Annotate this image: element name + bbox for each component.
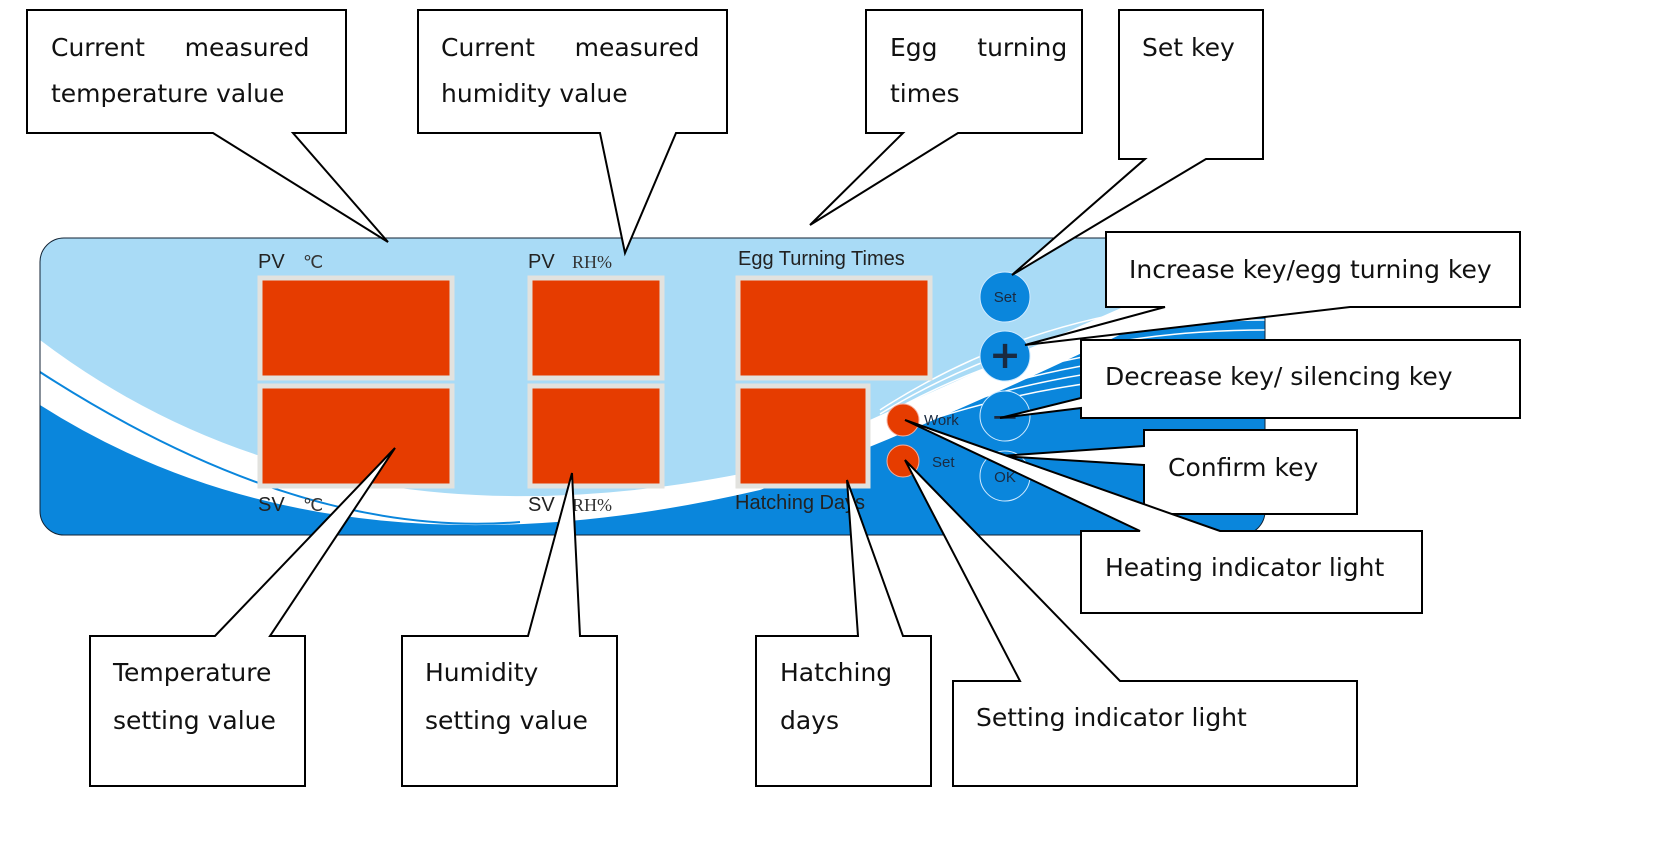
work-indicator-light [886,403,920,437]
plus-icon: + [989,333,1021,377]
callout-text: Increase key/egg turning key [1129,255,1492,284]
callout-text: Decrease key/ silencing key [1105,362,1453,391]
pv-hum-unit: RH% [572,252,612,272]
callout-text: Setting indicator light [976,703,1247,732]
hatching-days-label: Hatching Days [735,492,865,514]
sv-hum-unit: RH% [572,495,612,515]
callout-text: Heating indicator light [1105,553,1385,582]
callout-decrease-key [999,339,1521,419]
callout-current-temperature [26,9,389,243]
sv-temperature-display [257,383,455,489]
callout-set-key [1011,9,1264,276]
wave-line [40,371,521,525]
set-button[interactable]: Set [979,271,1031,323]
sv-temp-unit: ℃ [303,495,323,515]
callout-confirm-key [999,429,1358,515]
pv-humidity-display [527,275,665,381]
sv-temp-label: SV [258,494,285,516]
sv-hum-label: SV [528,494,555,516]
pv-temperature-display [257,275,455,381]
callout-heating-light [904,419,1423,614]
callout-current-humidity [417,9,728,257]
sv-humidity-display [527,383,665,489]
blue-wave [40,262,1265,535]
callout-egg-turning-times [809,9,1083,226]
hatching-days-display [735,383,871,489]
callout-text: Set key [1142,33,1235,62]
work-light-label: Work [924,412,959,429]
ok-button-label: OK [994,469,1016,486]
set-button-label: Set [994,289,1017,306]
callout-hatching-days [755,479,932,787]
callout-humidity-setting [401,472,618,787]
pv-temp-label: PV [258,251,285,273]
set-light-label: Set [932,454,955,471]
callout-text: Confirm key [1168,453,1318,482]
callout-increase-key [1024,231,1521,346]
pv-temp-unit: ℃ [303,252,323,272]
callout-temperature-setting [89,447,396,787]
increase-button[interactable]: + [979,330,1031,382]
egg-turning-label: Egg Turning Times [738,248,905,270]
pv-hum-label: PV [528,251,555,273]
egg-turning-display [735,275,933,381]
callout-setting-light [904,459,1358,787]
